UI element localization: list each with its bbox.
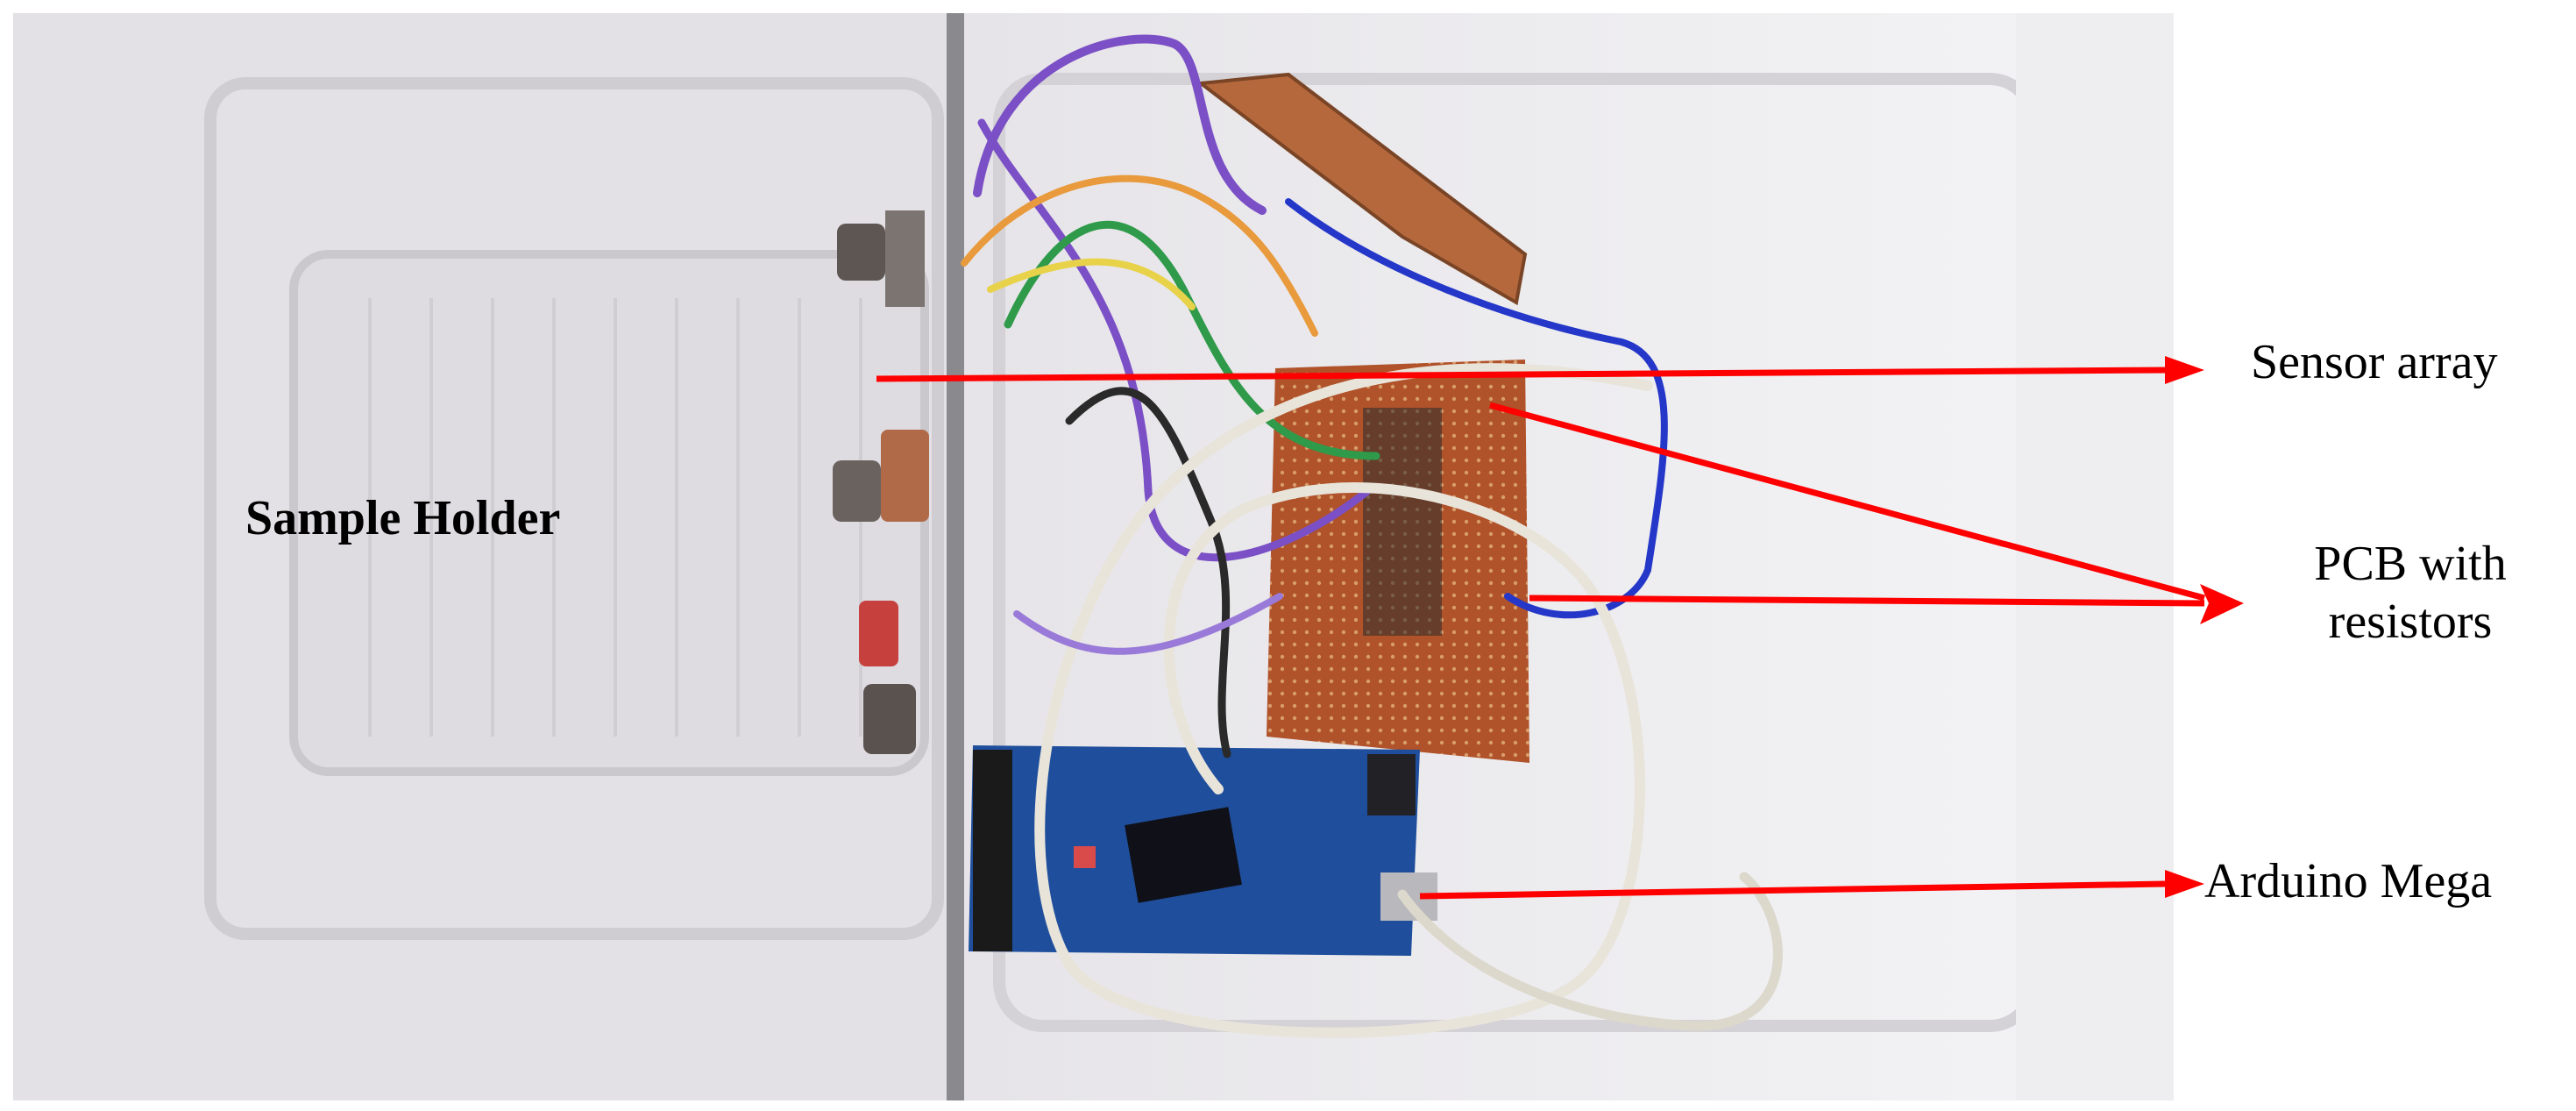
wire-orange [961,174,1318,337]
wire-purple-1 [973,34,1267,215]
arduino-mcu-chip [1125,807,1242,903]
wiring [961,34,1783,1038]
power-jack [1367,754,1416,815]
wire-white-2 [1397,872,1783,1031]
divider-wall [947,13,964,1100]
arrow-pcb-line-2 [1529,595,2205,607]
sensor-1 [837,224,885,281]
wire-green-1 [1004,220,1380,460]
sensor-2 [833,460,881,522]
tray-ribs [333,298,894,737]
arduino-mega-label: Arduino Mega [2204,854,2493,908]
pcb-label-line-1: PCB with [2314,537,2507,591]
arrow-pcb-head [2200,584,2244,624]
arrow-arduino-head [2165,870,2204,898]
wire-purple-3 [1013,593,1283,655]
arduino-board [969,745,1437,956]
wire-yellow [987,258,1196,310]
pcb-label-line-2: resistors [2328,595,2493,649]
sensor-1-base [885,210,925,307]
right-edge-wall [2016,13,2174,1100]
wire-white-1 [1034,363,1653,1038]
arrow-sensor-head [2165,356,2204,384]
sensor-array-label: Sensor array [2251,335,2498,389]
arduino-header-left [973,750,1012,951]
photo [13,13,2174,1100]
left-compartment-rim [204,77,944,940]
sensor-4 [863,684,916,754]
arduino-reset-button [1074,846,1096,868]
upper-sensor-board [1196,72,1528,306]
wire-purple-2 [977,118,1372,562]
sample-holder-label: Sample Holder [245,491,561,545]
arrow-pcb-line-1 [1489,402,2205,602]
sensor-3 [859,601,898,666]
wire-dark [1065,387,1231,758]
arrow-sensor-line [876,367,2170,382]
annotation-arrows [876,356,2244,900]
gas-sensors [833,210,929,754]
sensor-2-base [881,430,929,522]
pcb-label: PCB with resistors [2288,535,2533,651]
arrow-arduino-line [1419,880,2166,900]
resistor-pcb [1267,360,1529,763]
resistor-row [1363,408,1442,636]
